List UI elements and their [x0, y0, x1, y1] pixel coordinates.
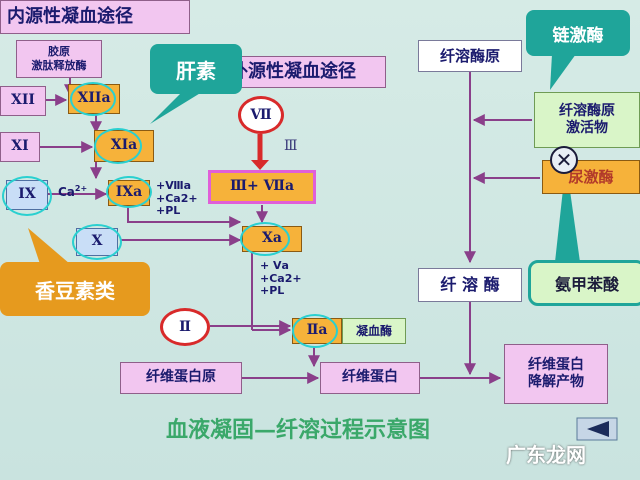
factor-xa-box: Xa — [242, 226, 302, 252]
plasminogen-box: 纤溶酶原 — [418, 40, 522, 72]
fibrin-box: 纤维蛋白 — [320, 362, 420, 394]
cofactor-set-2: + Ⅴa +Ca2+ +PL — [260, 259, 302, 298]
callout-coumarin-pointer — [28, 228, 70, 264]
factor-iia-box: Ⅱa — [292, 318, 342, 344]
factor-xiia-box: XIIa — [68, 84, 120, 114]
callout-strepto-pointer — [550, 54, 576, 90]
callout-liver-pointer — [150, 92, 202, 124]
play-icon — [587, 421, 609, 437]
arrow-f9a-to-f10a — [127, 205, 242, 228]
arrow-f7-red-head — [251, 160, 269, 170]
inhibit-marker: ✕ — [550, 146, 578, 174]
factor-iii-label: Ⅲ — [284, 138, 298, 154]
factor-x-box: X — [76, 228, 118, 256]
factor-xi-box: XI — [0, 132, 40, 162]
fibrinogen-box: 纤维蛋白原 — [120, 362, 242, 394]
plasmin-box: 纤 溶 酶 — [418, 268, 522, 302]
factor-xia-box: XIa — [94, 130, 154, 162]
callout-amca-pointer — [555, 162, 580, 262]
diagram-caption: 血液凝固—纤溶过程示意图 — [166, 417, 431, 443]
thrombin-box: 凝血酶 — [342, 318, 406, 344]
tissue-factor-complex-box: Ⅲ+ Ⅶa — [208, 170, 316, 204]
title-intrinsic: 内源性凝血途径 — [0, 0, 190, 34]
callout-coumarin: 香豆素类 — [0, 262, 150, 316]
cofactor-set-1: +Ⅷa +Ca2+ +PL — [156, 179, 198, 218]
callout-streptokinase: 链激酶 — [526, 10, 630, 56]
factor-vii-circle: Ⅶ — [238, 96, 284, 134]
calcium-label: Ca2+ — [58, 183, 88, 199]
factor-ix-box: IX — [6, 180, 48, 210]
watermark: 广东龙网 — [506, 443, 586, 467]
callout-aminomethylbenzoic-acid: 氨甲苯酸 — [528, 260, 640, 306]
factor-ixa-box: IXa — [108, 180, 150, 206]
factor-xii-box: XII — [0, 86, 46, 116]
activator-box: 纤溶酶原 激活物 — [534, 92, 640, 148]
collagen-box: 胶原 激肽释放酶 — [16, 40, 102, 78]
degradation-box: 纤维蛋白 降解产物 — [504, 344, 608, 404]
callout-liver: 肝素 — [150, 44, 242, 94]
factor-ii-circle: Ⅱ — [160, 308, 210, 346]
inhibit-x-icon: ✕ — [555, 147, 573, 172]
